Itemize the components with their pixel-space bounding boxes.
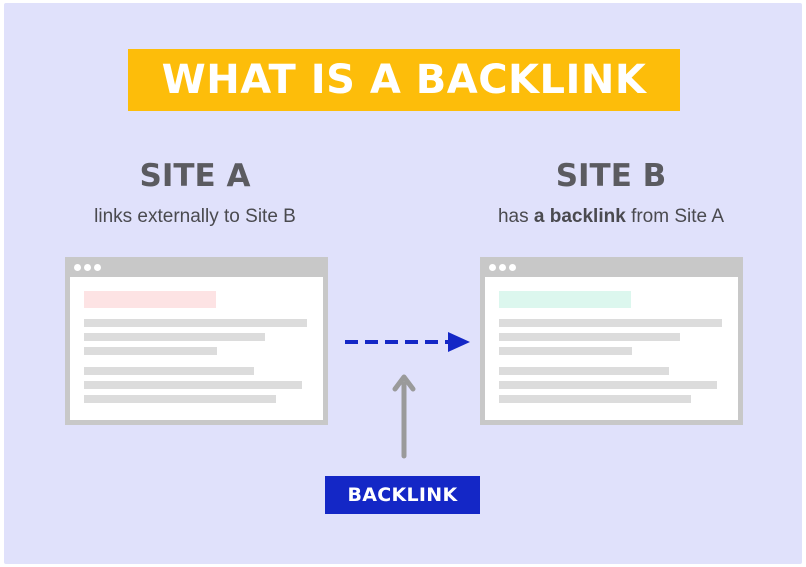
title-banner: WHAT IS A BACKLINK — [128, 49, 680, 111]
site-b-subtitle-pre: has — [497, 206, 534, 227]
site-a-heading: SITE A — [139, 158, 251, 194]
three-dot-window-icon — [65, 257, 328, 277]
site-b-subtitle-bold: a backlink — [533, 206, 626, 227]
text-line — [84, 319, 307, 327]
text-line — [499, 333, 680, 341]
site-b-browser-window — [480, 257, 743, 425]
site-a-link-highlight — [84, 291, 216, 308]
dashed-right-arrow-icon — [345, 332, 470, 352]
text-line — [84, 367, 254, 375]
text-line — [499, 395, 691, 403]
site-b-page — [485, 277, 738, 420]
page-title: WHAT IS A BACKLINK — [161, 57, 647, 103]
text-line — [499, 347, 632, 355]
text-line — [84, 347, 217, 355]
site-b-backlink-highlight — [499, 291, 631, 308]
text-line — [499, 367, 669, 375]
site-b-heading: SITE B — [555, 158, 667, 194]
up-arrow-icon — [392, 374, 416, 459]
site-b-subtitle-post: from Site A — [625, 206, 724, 227]
site-a-page — [70, 277, 323, 420]
three-dot-window-icon — [480, 257, 743, 277]
text-line — [84, 381, 302, 389]
site-b-subtitle: has a backlink from Site A — [441, 206, 781, 228]
backlink-badge-label: BACKLINK — [347, 484, 458, 506]
text-line — [499, 319, 722, 327]
text-line — [84, 333, 265, 341]
site-a-browser-window — [65, 257, 328, 425]
text-line — [84, 395, 276, 403]
site-a-subtitle: links externally to Site B — [94, 206, 296, 227]
backlink-badge: BACKLINK — [325, 476, 480, 514]
text-line — [499, 381, 717, 389]
